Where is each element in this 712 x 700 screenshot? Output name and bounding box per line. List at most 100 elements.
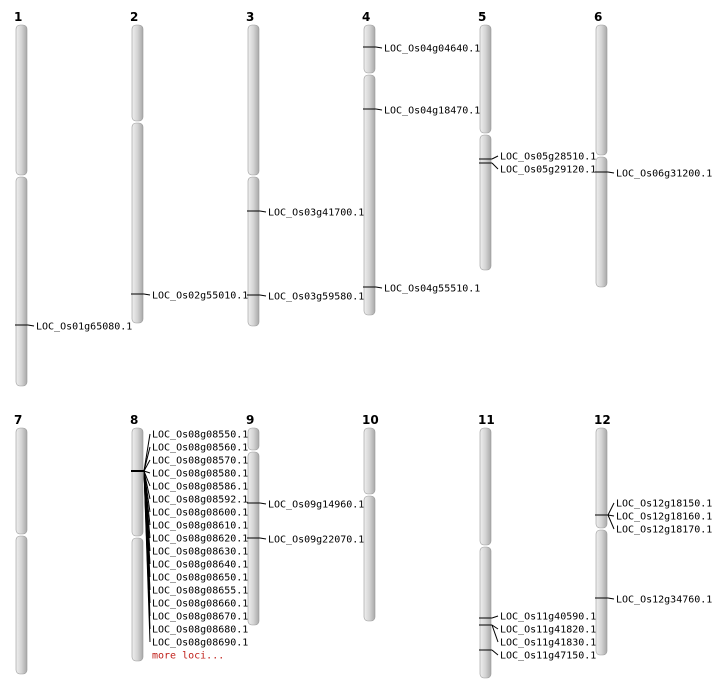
locus-marker[interactable] xyxy=(131,470,151,643)
chromosome-arm-short xyxy=(479,427,492,546)
locus-label[interactable]: LOC_Os04g04640.1 xyxy=(384,44,480,55)
chromosome-number: 12 xyxy=(594,413,611,427)
chromosome-arm-long xyxy=(479,134,492,271)
chromosome-10[interactable]: 10 xyxy=(362,413,379,622)
chromosome-arm-short xyxy=(363,427,376,495)
chromosome-number: 11 xyxy=(478,413,495,427)
locus-marker[interactable] xyxy=(479,615,499,619)
locus-label[interactable]: LOC_Os06g31200.1 xyxy=(616,169,712,180)
chromosome-number: 10 xyxy=(362,413,379,427)
locus-label[interactable]: LOC_Os03g41700.1 xyxy=(268,208,364,219)
locus-label[interactable]: LOC_Os08g08670.1 xyxy=(152,612,248,623)
chromosome-number: 4 xyxy=(362,10,370,24)
chromosome-4[interactable]: 4LOC_Os04g04640.1LOC_Os04g18470.1LOC_Os0… xyxy=(362,10,480,316)
chromosome-7[interactable]: 7 xyxy=(14,413,28,675)
locus-marker[interactable] xyxy=(363,46,383,49)
locus-label[interactable]: LOC_Os08g08550.1 xyxy=(152,430,248,441)
chromosome-12[interactable]: 12LOC_Os12g18150.1LOC_Os12g18160.1LOC_Os… xyxy=(594,413,712,656)
more-loci-link[interactable]: more loci... xyxy=(152,651,224,662)
chromosome-arm-long xyxy=(131,537,144,662)
locus-label[interactable]: LOC_Os11g47150.1 xyxy=(500,651,596,662)
chromosome-arm-short xyxy=(247,427,260,451)
locus-label[interactable]: LOC_Os08g08592.1 xyxy=(152,495,248,506)
locus-marker[interactable] xyxy=(247,294,267,297)
locus-marker[interactable] xyxy=(595,597,615,600)
chromosome-arm-short xyxy=(15,427,28,535)
locus-label[interactable]: LOC_Os08g08690.1 xyxy=(152,638,248,649)
locus-label[interactable]: LOC_Os04g18470.1 xyxy=(384,106,480,117)
locus-label[interactable]: LOC_Os12g18160.1 xyxy=(616,512,712,523)
locus-marker[interactable] xyxy=(363,286,383,289)
chromosome-arm-short xyxy=(131,427,144,537)
chromosome-arm-long xyxy=(131,122,144,324)
locus-marker[interactable] xyxy=(479,624,499,643)
locus-marker[interactable] xyxy=(363,108,383,111)
chromosome-number: 7 xyxy=(14,413,22,427)
locus-label[interactable]: LOC_Os08g08580.1 xyxy=(152,469,248,480)
chromosome-arm-short xyxy=(15,24,28,176)
chromosome-arm-long xyxy=(363,74,376,316)
locus-label[interactable]: LOC_Os12g18150.1 xyxy=(616,499,712,510)
chromosome-arm-short xyxy=(247,24,260,176)
locus-marker[interactable] xyxy=(595,514,615,530)
locus-label[interactable]: LOC_Os08g08586.1 xyxy=(152,482,248,493)
chromosome-number: 9 xyxy=(246,413,254,427)
locus-label[interactable]: LOC_Os12g18170.1 xyxy=(616,525,712,536)
locus-label[interactable]: LOC_Os08g08600.1 xyxy=(152,508,248,519)
locus-label[interactable]: LOC_Os08g08630.1 xyxy=(152,547,248,558)
locus-label[interactable]: LOC_Os08g08655.1 xyxy=(152,586,248,597)
chromosome-number: 1 xyxy=(14,10,22,24)
chromosome-arm-long xyxy=(363,495,376,622)
locus-label[interactable]: LOC_Os09g22070.1 xyxy=(268,535,364,546)
locus-label[interactable]: LOC_Os05g28510.1 xyxy=(500,152,596,163)
locus-label[interactable]: LOC_Os08g08570.1 xyxy=(152,456,248,467)
locus-marker[interactable] xyxy=(479,162,499,170)
locus-marker[interactable] xyxy=(15,324,35,327)
locus-marker[interactable] xyxy=(595,171,615,174)
locus-label[interactable]: LOC_Os11g41830.1 xyxy=(500,638,596,649)
locus-label[interactable]: LOC_Os12g34760.1 xyxy=(616,595,712,606)
locus-label[interactable]: LOC_Os02g55010.1 xyxy=(152,291,248,302)
locus-label[interactable]: LOC_Os11g40590.1 xyxy=(500,612,596,623)
chromosome-arm-short xyxy=(595,427,608,529)
chromosome-number: 3 xyxy=(246,10,254,24)
chromosome-arm-long xyxy=(479,546,492,679)
locus-label[interactable]: LOC_Os11g41820.1 xyxy=(500,625,596,636)
chromosome-arm-long xyxy=(247,176,260,327)
chromosome-8[interactable]: 8LOC_Os08g08550.1LOC_Os08g08560.1LOC_Os0… xyxy=(130,413,248,662)
locus-marker[interactable] xyxy=(131,293,151,296)
chromosome-arm-short xyxy=(131,24,144,122)
locus-label[interactable]: LOC_Os09g14960.1 xyxy=(268,500,364,511)
locus-label[interactable]: LOC_Os01g65080.1 xyxy=(36,322,132,333)
locus-label[interactable]: LOC_Os08g08560.1 xyxy=(152,443,248,454)
locus-label[interactable]: LOC_Os08g08680.1 xyxy=(152,625,248,636)
locus-marker[interactable] xyxy=(247,210,267,213)
locus-marker[interactable] xyxy=(479,155,499,160)
chromosome-arm-long xyxy=(595,156,608,288)
locus-marker[interactable] xyxy=(247,537,267,540)
chromosome-arm-short xyxy=(595,24,608,156)
locus-label[interactable]: LOC_Os08g08620.1 xyxy=(152,534,248,545)
locus-label[interactable]: LOC_Os03g59580.1 xyxy=(268,292,364,303)
chromosome-arm-long xyxy=(15,176,28,387)
locus-label[interactable]: LOC_Os08g08610.1 xyxy=(152,521,248,532)
chromosome-number: 5 xyxy=(478,10,486,24)
locus-label[interactable]: LOC_Os08g08660.1 xyxy=(152,599,248,610)
locus-marker[interactable] xyxy=(479,649,499,656)
locus-label[interactable]: LOC_Os04g55510.1 xyxy=(384,284,480,295)
locus-label[interactable]: LOC_Os05g29120.1 xyxy=(500,165,596,176)
chromosome-arm-short xyxy=(479,24,492,134)
locus-marker[interactable] xyxy=(247,502,267,505)
chromosome-number: 6 xyxy=(594,10,602,24)
locus-label[interactable]: LOC_Os08g08640.1 xyxy=(152,560,248,571)
locus-label[interactable]: LOC_Os08g08650.1 xyxy=(152,573,248,584)
chromosome-11[interactable]: 11LOC_Os11g40590.1LOC_Os11g41820.1LOC_Os… xyxy=(478,413,596,679)
chromosome-arm-long xyxy=(15,535,28,675)
